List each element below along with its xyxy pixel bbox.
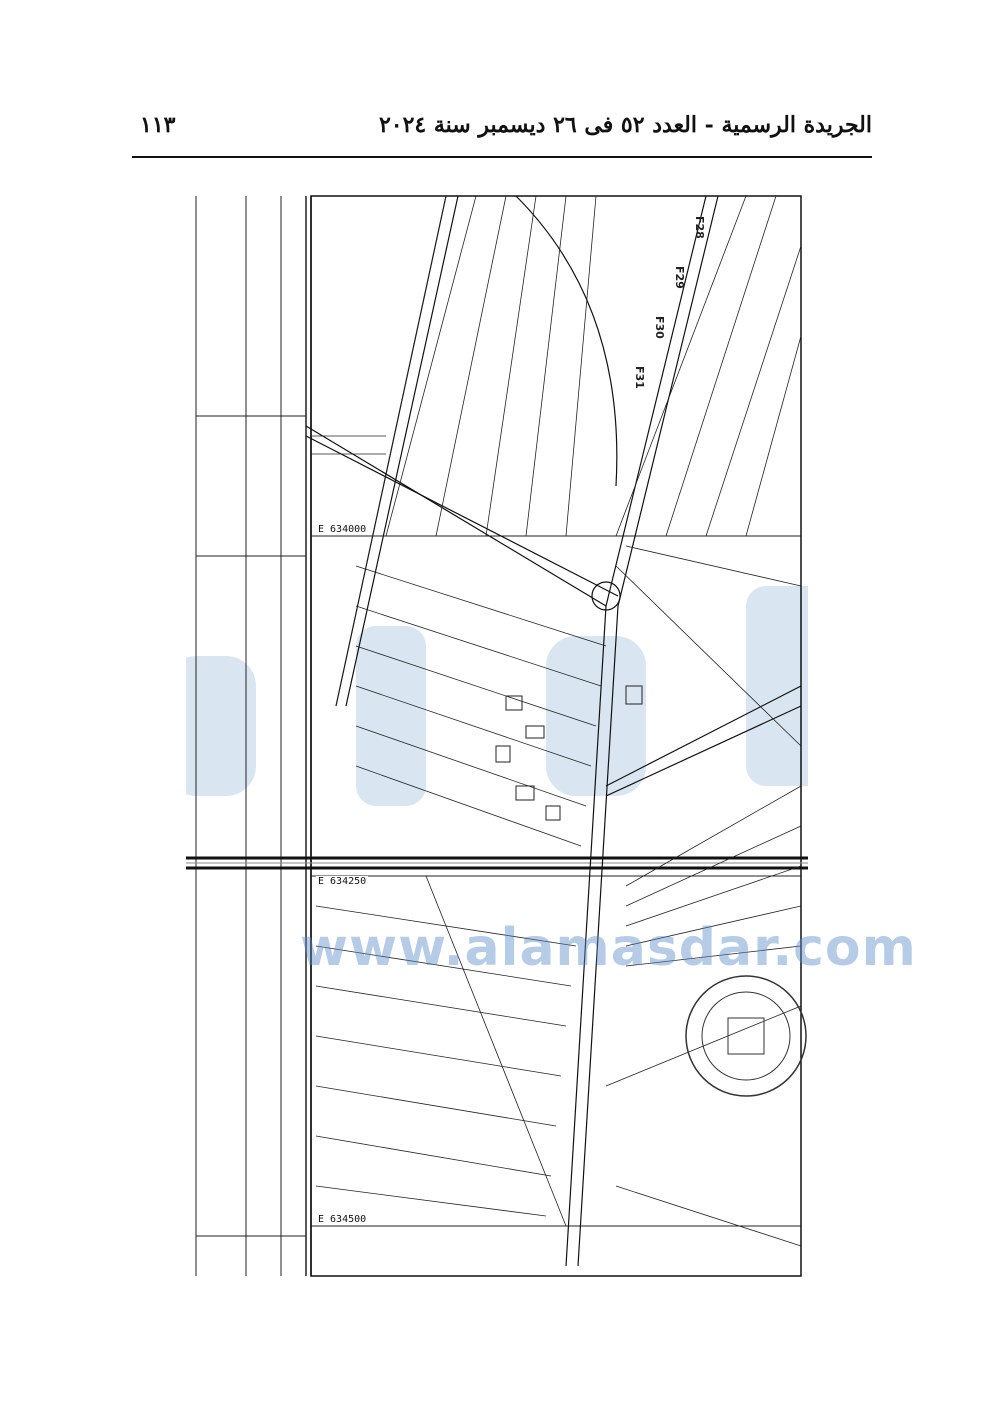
- parcel-label: F30: [653, 316, 666, 339]
- official-stamp: [685, 975, 807, 1097]
- page-header: الجريدة الرسمية - العدد ٥٢ فى ٢٦ ديسمبر …: [134, 112, 872, 152]
- parcel-label: F29: [673, 266, 686, 289]
- roads: [305, 195, 802, 1267]
- coordinate-label: E 634500: [316, 1214, 369, 1225]
- header-divider: [132, 156, 872, 158]
- coordinate-label: E 634250: [316, 876, 369, 887]
- gazette-title: الجريدة الرسمية - العدد ٥٢ فى ٢٦ ديسمبر …: [378, 112, 872, 138]
- cadastral-map: E 634000 E 634250 E 634500 F28 F29 F30 F…: [186, 186, 808, 1292]
- parcel-label: F28: [693, 216, 706, 239]
- map-grid: [311, 535, 801, 1227]
- rail-line: [186, 856, 808, 870]
- parcel-label: F31: [633, 366, 646, 389]
- parcel-lines: [311, 195, 802, 1247]
- buildings: [495, 685, 643, 821]
- watermark-url: www.alamasdar.com: [300, 918, 917, 978]
- map-drawing: [186, 195, 808, 1277]
- watermark-logo: [186, 586, 808, 806]
- coordinate-label: E 634000: [316, 524, 369, 535]
- page-number: ١١٣: [140, 112, 176, 138]
